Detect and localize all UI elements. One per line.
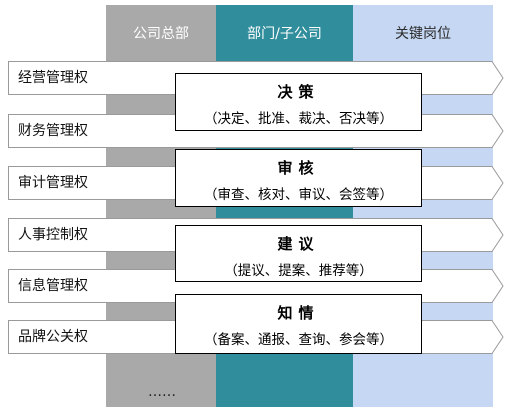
box-description: （提议、提案、推荐等）: [224, 263, 373, 279]
row-label: 人事控制权: [18, 227, 88, 243]
box-title: 审核: [277, 159, 320, 177]
box-decision: 决策 （决定、批准、裁决、否决等）: [175, 73, 422, 131]
row-label: 财务管理权: [18, 123, 88, 139]
box-title: 知情: [277, 304, 320, 322]
row-label: 审计管理权: [18, 175, 88, 191]
box-description: （备案、通报、查询、参会等）: [204, 332, 393, 348]
box-suggestion: 建议 （提议、提案、推荐等）: [175, 225, 422, 282]
column-header-key-position: 关键岗位: [395, 26, 451, 42]
column-header-headquarters: 公司总部: [133, 26, 189, 42]
ellipsis-more: ……: [148, 384, 176, 400]
box-description: （审查、核对、审议、会签等）: [204, 187, 393, 203]
box-title: 建议: [277, 235, 320, 253]
column-header-department-subsidiary: 部门/子公司: [247, 26, 322, 42]
row-label: 经营管理权: [18, 70, 88, 86]
box-title: 决策: [277, 83, 320, 101]
box-description: （决定、批准、裁决、否决等）: [204, 111, 393, 127]
row-label: 信息管理权: [18, 278, 88, 294]
row-label: 品牌公关权: [18, 329, 88, 345]
box-informed: 知情 （备案、通报、查询、参会等）: [175, 294, 422, 354]
box-review: 审核 （审查、核对、审议、会签等）: [175, 149, 422, 207]
